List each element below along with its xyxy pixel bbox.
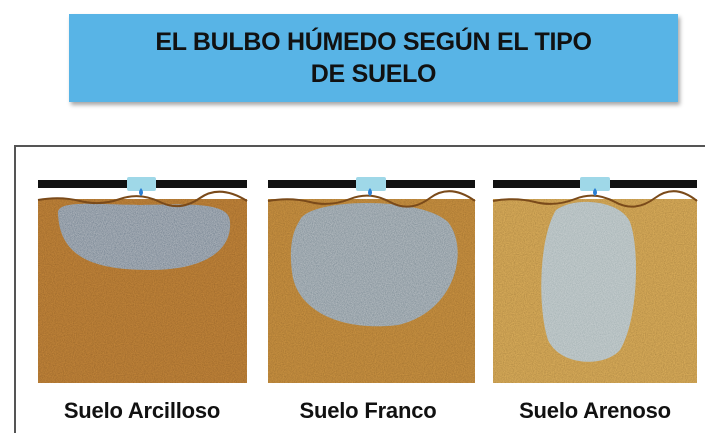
diagram-panel: [14, 145, 705, 433]
loam-drip-icon: [368, 188, 372, 196]
clay-drip-icon: [139, 188, 143, 196]
loam-pipe-left: [268, 180, 358, 188]
loam-pipe-right: [384, 180, 475, 188]
loam-soil-block: [267, 177, 476, 383]
loam-emitter: [356, 177, 386, 191]
sandy-emitter: [580, 177, 610, 191]
clay-emitter: [127, 177, 156, 191]
label-suelo-franco: Suelo Franco: [299, 398, 437, 423]
loam-wet-bulb: [290, 203, 458, 327]
label-suelo-arcilloso: Suelo Arcilloso: [63, 398, 221, 423]
sandy-soil-block: [492, 177, 698, 383]
clay-soil-block: [37, 177, 248, 383]
sandy-pipe-right: [608, 180, 697, 188]
label-suelo-arenoso: Suelo Arenoso: [519, 398, 671, 423]
clay-wet-bulb: [57, 203, 231, 270]
sandy-drip-icon: [593, 188, 597, 196]
clay-surface-line: [37, 190, 248, 208]
clay-pipe-left: [38, 180, 129, 188]
sandy-pipe-left: [493, 180, 582, 188]
sandy-wet-bulb: [541, 201, 636, 362]
title-line-2: DE SUELO: [310, 60, 437, 88]
title-line-1: EL BULBO HÚMEDO SEGÚN EL TIPO: [155, 28, 592, 56]
clay-pipe-right: [154, 180, 247, 188]
title-banner: EL BULBO HÚMEDO SEGÚN EL TIPO DE SUELO: [69, 14, 678, 102]
